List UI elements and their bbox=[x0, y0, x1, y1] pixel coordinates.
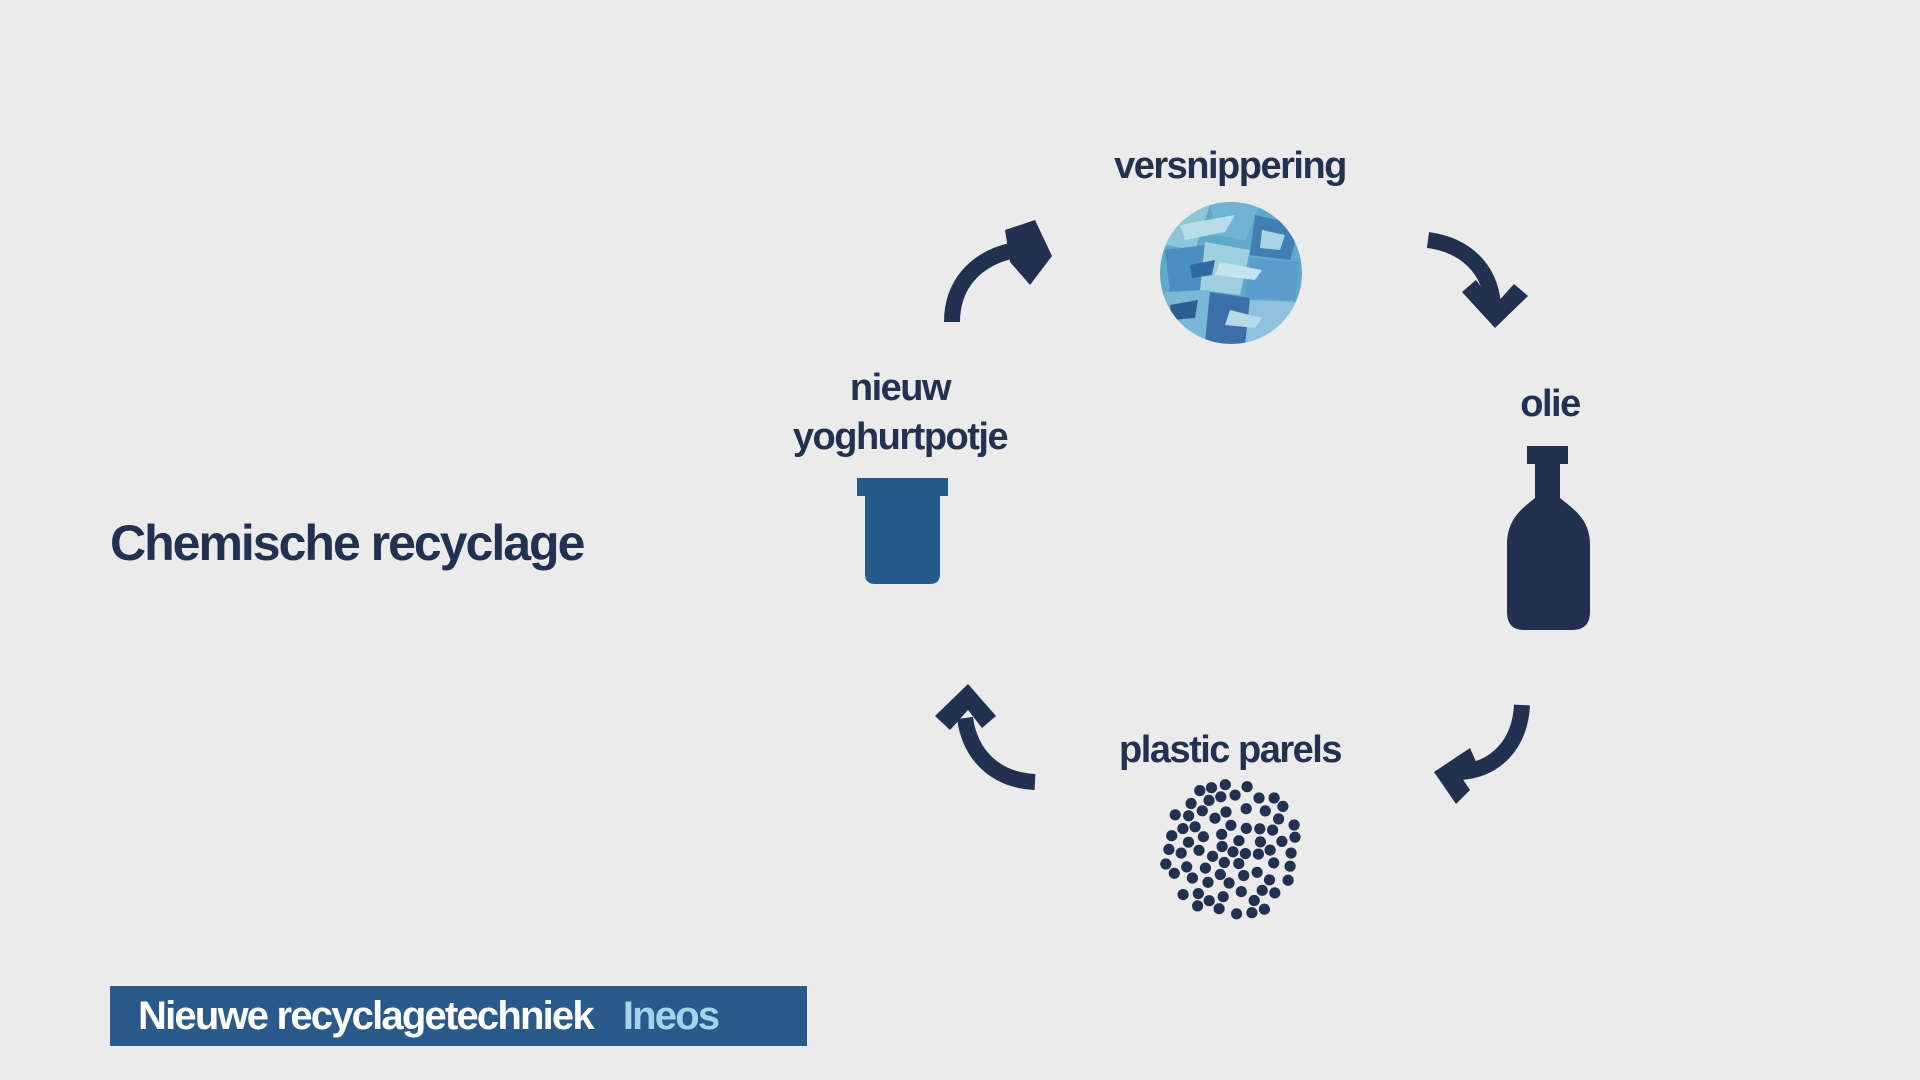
pellet-dot bbox=[1256, 884, 1268, 896]
pellet-dot bbox=[1253, 792, 1265, 804]
pellet-dot bbox=[1227, 846, 1239, 858]
pellet-dot bbox=[1163, 843, 1175, 856]
pellet-dot bbox=[1288, 819, 1300, 831]
step-label-line-1: nieuw bbox=[849, 367, 952, 409]
pellet-dot bbox=[1214, 868, 1226, 881]
pellet-dot bbox=[1185, 797, 1197, 810]
pellet-dot bbox=[1166, 830, 1178, 842]
pellet-dot bbox=[1246, 907, 1258, 919]
pellet-dot bbox=[1258, 903, 1270, 915]
pellet-dot bbox=[1264, 844, 1276, 856]
pellet-dot bbox=[1177, 823, 1189, 835]
pellet-dot bbox=[1213, 903, 1225, 915]
pellet-dot bbox=[1182, 836, 1195, 848]
pellet-dot bbox=[1276, 835, 1288, 848]
pellet-dot bbox=[1177, 889, 1189, 901]
pellet-dot bbox=[1215, 791, 1227, 803]
arrow-olie-to-parels bbox=[1434, 704, 1530, 804]
pellet-dot bbox=[1202, 876, 1214, 888]
pellet-dot bbox=[1183, 810, 1195, 822]
arrow-shred-to-olie bbox=[1426, 232, 1528, 328]
pellet-dot bbox=[1289, 831, 1301, 843]
pellet-dot bbox=[1252, 848, 1264, 860]
pellet-dot bbox=[1231, 908, 1243, 920]
bottle-icon bbox=[1507, 446, 1590, 630]
pellet-dot bbox=[1241, 781, 1253, 793]
pellet-dot bbox=[1169, 809, 1181, 821]
pellet-dot bbox=[1216, 840, 1228, 853]
lower-third-banner: Nieuwe recyclagetechniek Ineos bbox=[110, 986, 807, 1046]
pellet-dot bbox=[1192, 888, 1204, 900]
pellet-dot bbox=[1203, 794, 1215, 807]
pellet-dot bbox=[1186, 872, 1198, 884]
pellet-dot bbox=[1235, 886, 1247, 898]
pellet-dot bbox=[1197, 831, 1209, 843]
pellet-dot bbox=[1216, 828, 1228, 840]
pellet-dot bbox=[1277, 800, 1289, 813]
pellet-dot bbox=[1193, 844, 1205, 856]
pellet-dot bbox=[1223, 877, 1235, 889]
pellet-dot bbox=[1273, 813, 1285, 825]
pellet-dot bbox=[1217, 891, 1229, 903]
pellet-dot bbox=[1218, 856, 1230, 869]
pellet-dot bbox=[1248, 894, 1260, 907]
pellet-dot bbox=[1285, 847, 1297, 859]
pellet-dot bbox=[1240, 822, 1252, 835]
pellet-dot bbox=[1251, 866, 1263, 878]
pellet-dot bbox=[1207, 850, 1219, 862]
pellet-dot bbox=[1160, 858, 1172, 870]
pellet-dot bbox=[1199, 862, 1211, 874]
pellet-dot bbox=[1238, 869, 1250, 882]
banner-sub-text: Ineos bbox=[622, 993, 720, 1038]
banner-main-text: Nieuwe recyclagetechniek bbox=[138, 993, 595, 1038]
pellet-dot bbox=[1263, 874, 1276, 886]
pellet-dot bbox=[1189, 821, 1201, 833]
step-label-line-2: yoghurtpotje bbox=[792, 416, 1009, 458]
pellet-dot bbox=[1220, 806, 1232, 818]
pellet-dot bbox=[1269, 887, 1281, 899]
pellet-dot bbox=[1259, 805, 1271, 817]
pellet-dot bbox=[1229, 789, 1241, 801]
pellet-dot bbox=[1168, 867, 1180, 879]
pellet-dot bbox=[1196, 805, 1208, 817]
pellet-dot bbox=[1225, 819, 1237, 831]
pellet-dot bbox=[1233, 858, 1245, 870]
pellet-dot bbox=[1240, 803, 1252, 815]
pellet-dot bbox=[1181, 861, 1193, 873]
arrow-cup-to-shred bbox=[944, 220, 1052, 323]
pellet-dot bbox=[1282, 874, 1294, 886]
yoghurt-cup-icon bbox=[857, 478, 948, 584]
pellet-dot bbox=[1267, 824, 1279, 836]
pellet-dot bbox=[1239, 848, 1251, 860]
pellet-dot bbox=[1284, 860, 1296, 872]
pellet-dot bbox=[1233, 835, 1245, 847]
pellet-dot bbox=[1192, 900, 1204, 912]
pellet-dot bbox=[1194, 785, 1206, 797]
pellet-dot bbox=[1205, 782, 1218, 794]
step-label-versnippering: versnippering bbox=[1114, 145, 1347, 187]
step-label-nieuw-yoghurtpotje: nieuw yoghurtpotje bbox=[750, 364, 1050, 462]
pellet-dot bbox=[1254, 823, 1266, 835]
pellet-dot bbox=[1203, 895, 1215, 907]
pellet-dot bbox=[1254, 836, 1266, 848]
shredded-plastic-icon bbox=[1160, 202, 1302, 344]
step-label-olie: olie bbox=[1520, 383, 1581, 425]
page-title: Chemische recyclage bbox=[110, 515, 585, 571]
pellet-dot bbox=[1209, 812, 1221, 824]
pellet-dot bbox=[1268, 792, 1280, 804]
pellet-dot bbox=[1175, 847, 1187, 859]
pellet-dot bbox=[1268, 857, 1280, 869]
plastic-pellets-icon bbox=[1160, 779, 1301, 920]
step-label-plastic-parels: plastic parels bbox=[1119, 729, 1342, 771]
pellet-dot bbox=[1219, 779, 1231, 791]
arrow-parels-to-cup bbox=[935, 684, 1036, 790]
